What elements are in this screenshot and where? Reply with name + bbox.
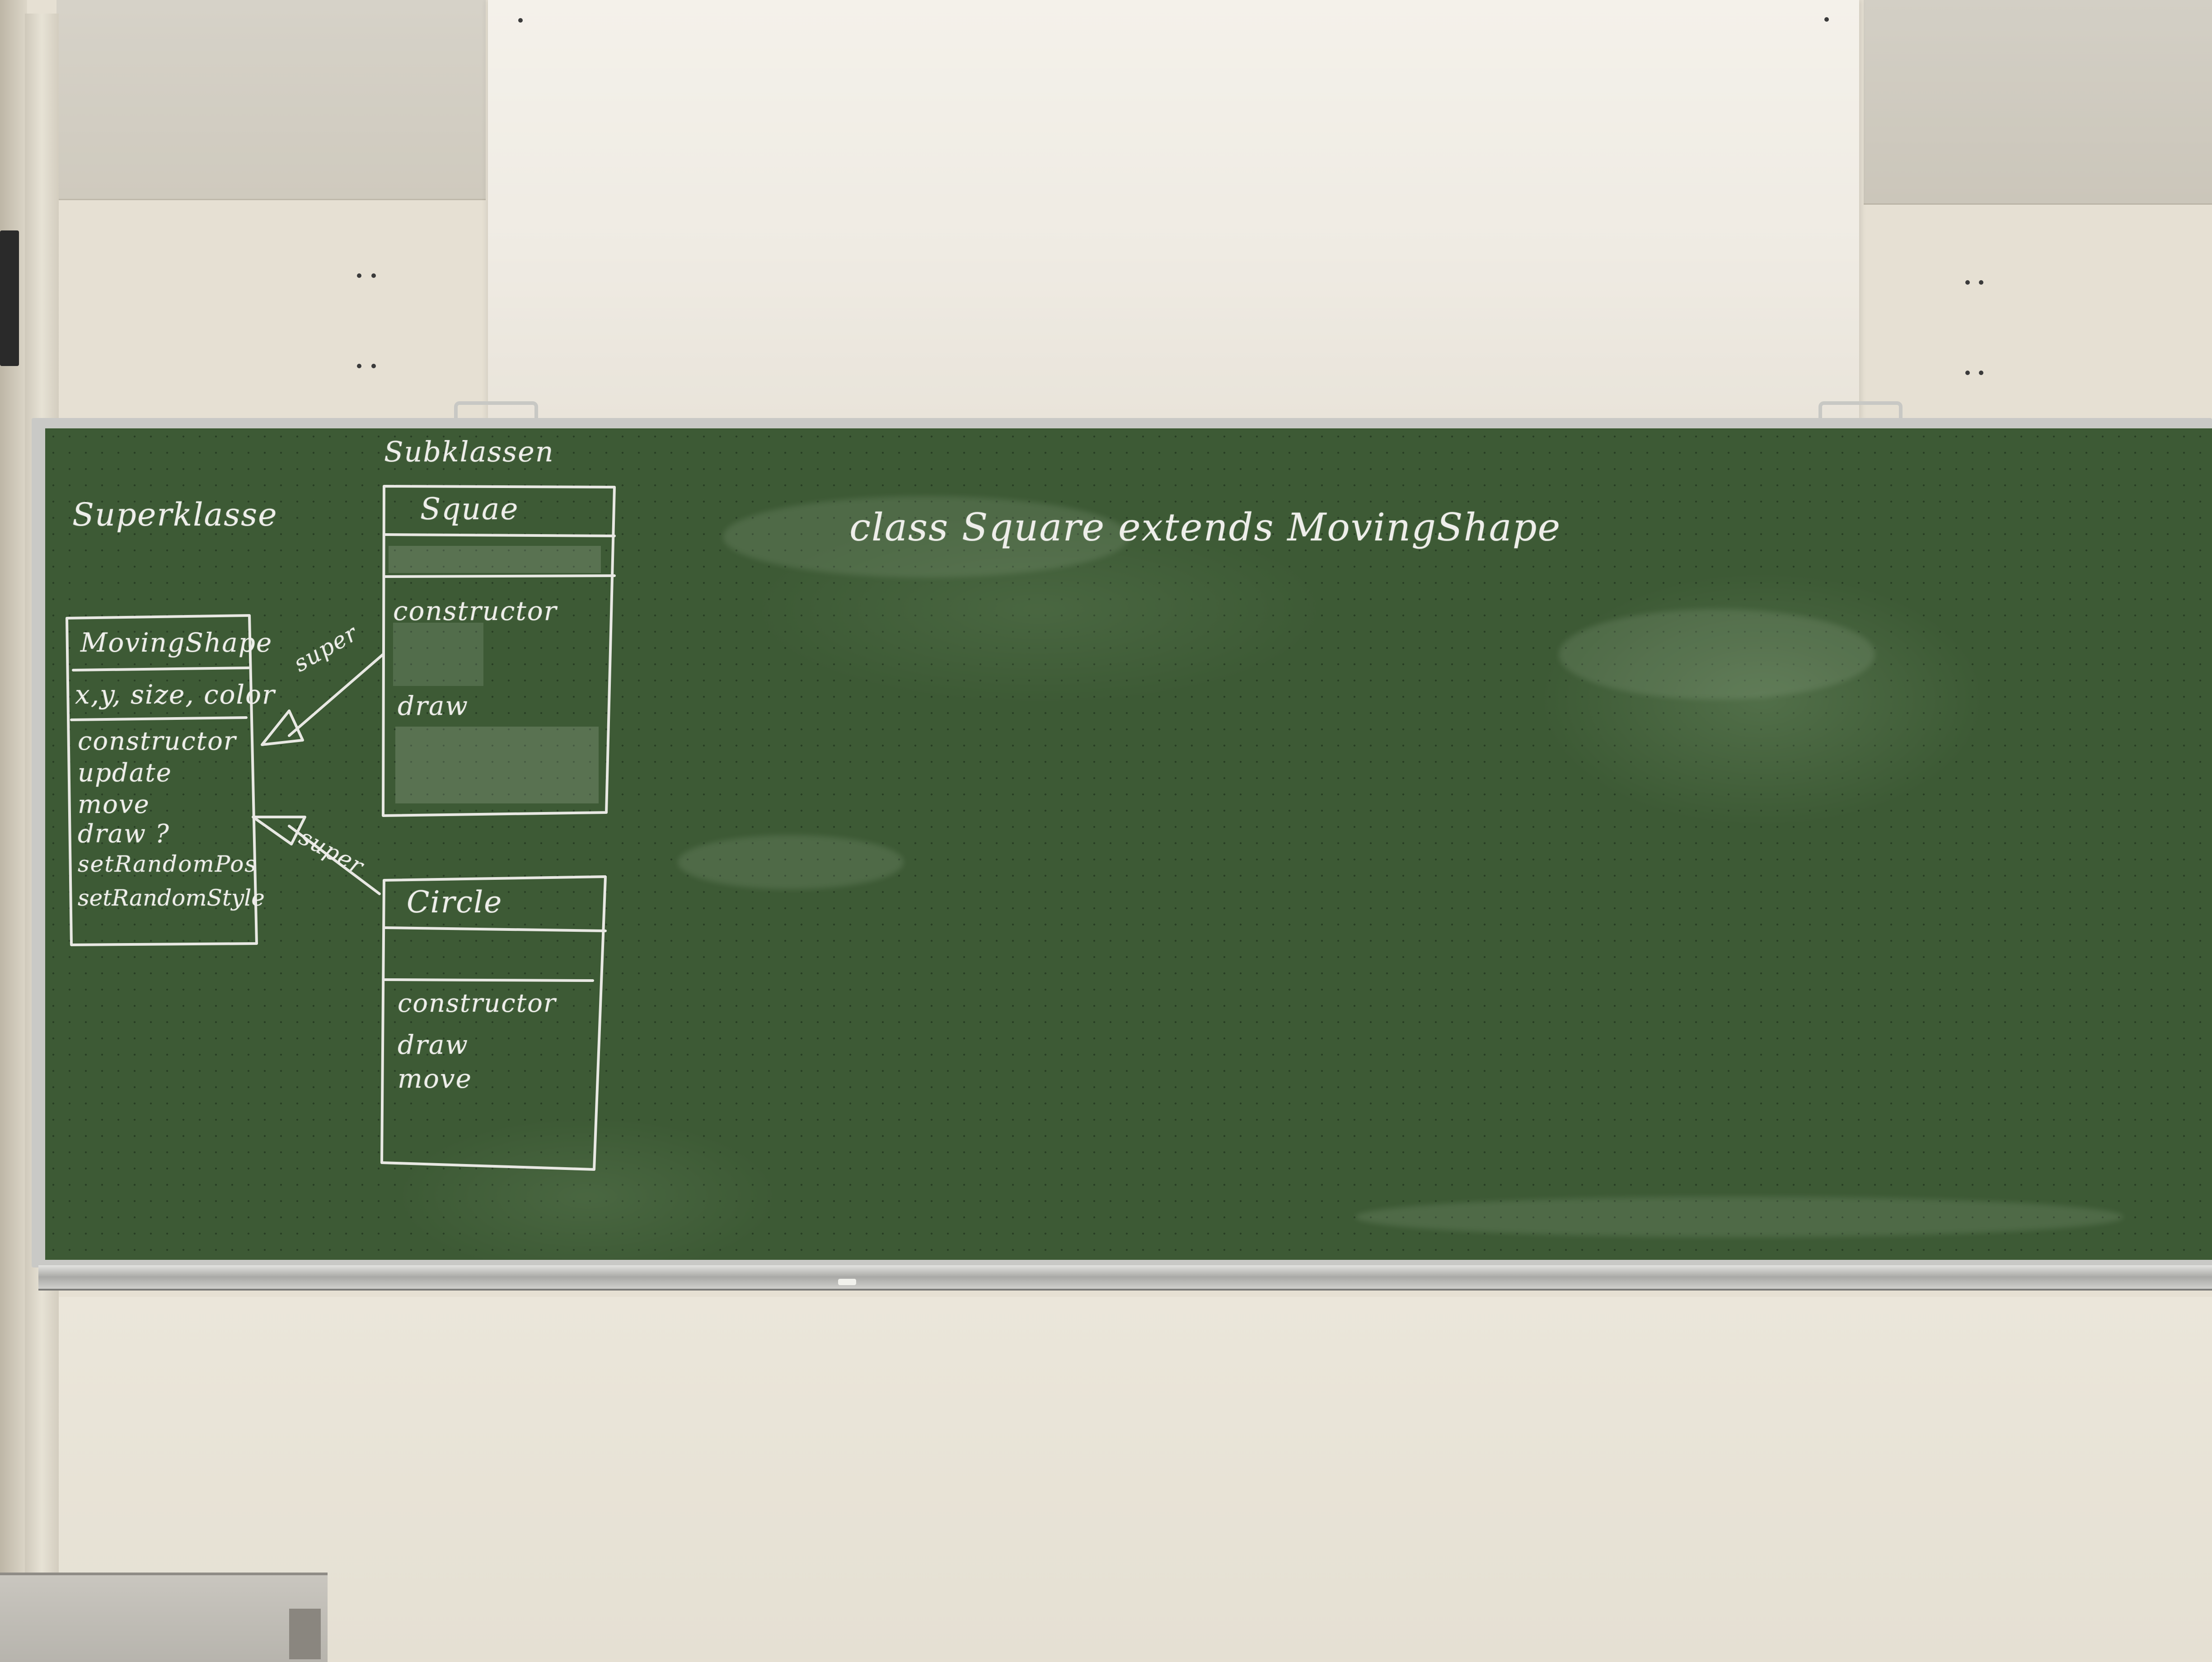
superclass-heading: Superklasse (72, 496, 278, 533)
screw (1979, 371, 1983, 375)
screw (357, 364, 361, 368)
circle-method: draw (398, 1029, 469, 1060)
screw (518, 18, 523, 23)
arrowhead-circle (252, 816, 306, 845)
square-method: constructor (393, 596, 558, 626)
board-bracket-right (1818, 401, 1903, 423)
erased-area (395, 727, 599, 803)
square-method: draw (398, 690, 469, 721)
circle-attributes-divider (384, 978, 594, 982)
chalk-smudge (678, 835, 904, 889)
chalk-tray (38, 1265, 2212, 1291)
wall-panel-right (1864, 0, 2212, 205)
superclass-method: move (78, 790, 150, 819)
circle-name-divider (384, 926, 607, 932)
square-name-divider (383, 533, 616, 537)
screw (371, 364, 376, 368)
table-leg (289, 1609, 321, 1659)
circle-method: move (398, 1063, 473, 1094)
square-attributes-divider (383, 574, 616, 578)
arrow-square-to-superclass (288, 653, 384, 737)
whiteboard-panel (488, 0, 1859, 420)
arrow-circle-to-superclass (288, 825, 381, 895)
circle-method: constructor (398, 989, 557, 1018)
square-box-outline (382, 485, 616, 817)
screw (1824, 17, 1829, 22)
superclass-method: update (78, 758, 172, 788)
screw (1979, 280, 1983, 285)
chalkboard: Superklasse Subklassen class Square exte… (45, 428, 2212, 1260)
wall-lower (59, 1297, 2212, 1659)
table (0, 1573, 328, 1662)
superclass-box-outline (66, 614, 258, 946)
arrowhead-square (261, 709, 304, 746)
board-bracket-left (454, 401, 538, 423)
square-name: Squae (420, 492, 519, 526)
screw (371, 273, 376, 278)
circle-box-outline (380, 875, 607, 1171)
chalk-smudge (1355, 1197, 2123, 1237)
superclass-attributes: x,y, size, color (75, 679, 276, 710)
erased-area (389, 546, 601, 573)
class-diagram-lines (66, 485, 616, 1171)
chalk-smudge (1559, 609, 1875, 700)
superclass-method: setRandomPos (78, 851, 258, 877)
class-declaration: class Square extends MovingShape (849, 505, 1561, 549)
superclass-method: draw ? (78, 819, 170, 849)
circle-name: Circle (407, 885, 503, 920)
erased-area (393, 623, 483, 686)
screw (1965, 371, 1970, 375)
superclass-name-divider (72, 667, 250, 671)
subclasses-heading: Subklassen (384, 435, 554, 468)
wall-panel-left (56, 0, 486, 200)
superclass-name: MovingShape (80, 627, 273, 658)
speaker (0, 230, 19, 366)
screw (357, 273, 361, 278)
chalk-piece (838, 1279, 856, 1285)
superclass-method: setRandomStyle (78, 885, 265, 911)
screw (1965, 280, 1970, 285)
superclass-method: constructor (78, 727, 237, 756)
chalk-smudge (723, 496, 1129, 577)
superclass-attributes-divider (70, 716, 248, 721)
